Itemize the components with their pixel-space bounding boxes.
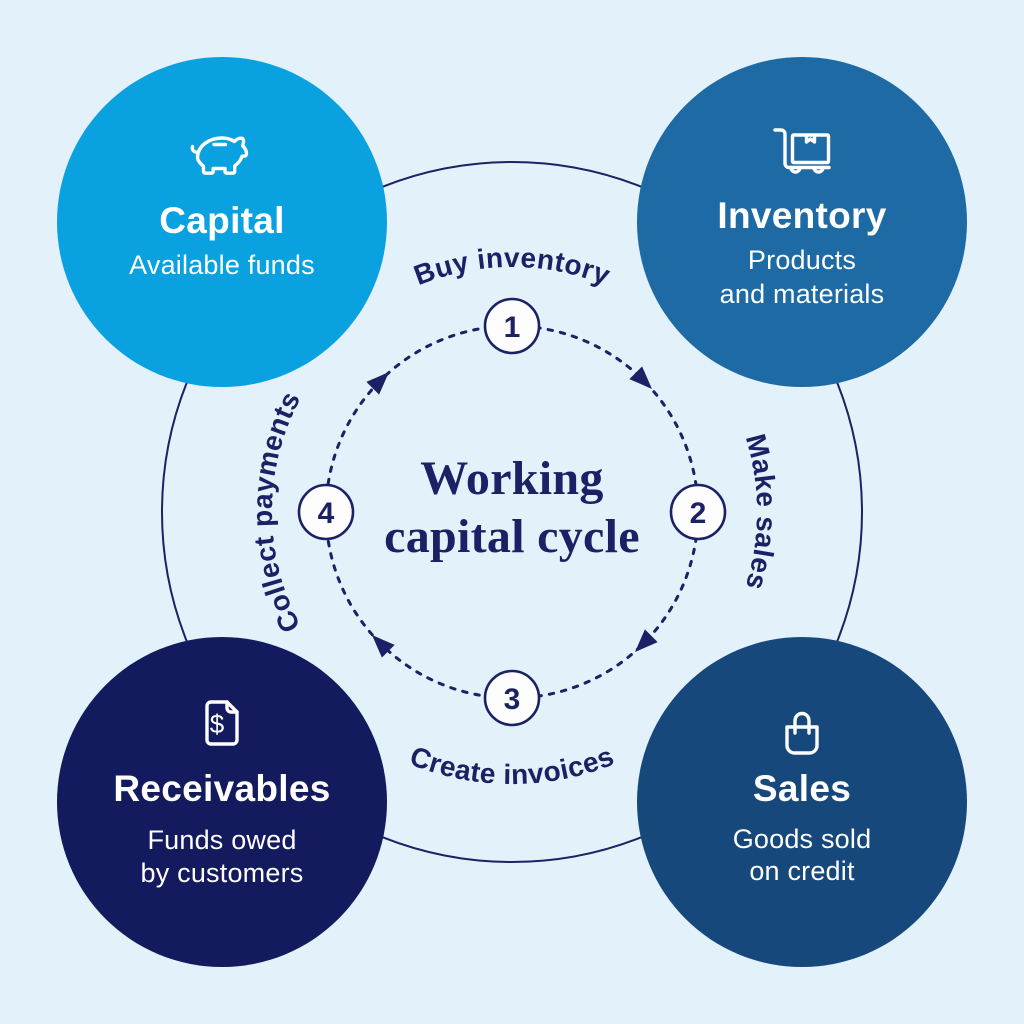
inventory-subtitle-line2: and materials: [720, 279, 885, 309]
sales-title: Sales: [753, 768, 851, 809]
shopping-bag-icon: [785, 711, 819, 755]
node-receivables: $ Receivables Funds owed by customers: [57, 637, 387, 967]
clockwise-arrow-nw-icon: [366, 372, 389, 395]
receivables-circle: [57, 637, 387, 967]
inventory-subtitle-line1: Products: [748, 245, 856, 275]
capital-circle: [57, 57, 387, 387]
sales-circle: [637, 637, 967, 967]
inventory-circle: [637, 57, 967, 387]
dollar-sign: $: [210, 709, 225, 739]
outer-ring: [161, 161, 863, 863]
step-circle: [669, 483, 727, 541]
step-circle: [297, 483, 355, 541]
node-sales: Sales Goods sold on credit: [637, 637, 967, 967]
receivables-subtitle-line2: by customers: [141, 858, 304, 888]
center-title: Working capital cycle: [384, 452, 640, 563]
inventory-title: Inventory: [717, 195, 886, 236]
step-number: 2: [690, 497, 707, 530]
step-badge-1: 1: [483, 297, 541, 355]
sales-subtitle-line2: on credit: [749, 856, 855, 886]
cycle-arrows: [366, 366, 658, 658]
clockwise-arrow-sw-icon: [372, 635, 395, 658]
step-number: 1: [504, 311, 521, 344]
step-circle: [483, 297, 541, 355]
node-capital: Capital Available funds: [57, 57, 387, 387]
step-badge-4: 4: [297, 483, 355, 541]
step-circle: [483, 669, 541, 727]
step-badge-2: 2: [669, 483, 727, 541]
receivables-title: Receivables: [113, 768, 330, 809]
receivables-subtitle-line1: Funds owed: [147, 825, 296, 855]
center-title-line2: capital cycle: [384, 510, 640, 563]
clockwise-arrow-ne-icon: [629, 366, 652, 389]
clockwise-arrow-se-icon: [635, 629, 658, 652]
node-inventory: Inventory Products and materials: [637, 57, 967, 387]
sales-subtitle-line1: Goods sold: [733, 824, 872, 854]
capital-subtitle: Available funds: [129, 250, 315, 280]
invoice-document-icon: $: [205, 700, 239, 746]
center-title-line1: Working: [420, 452, 603, 505]
hand-truck-icon: [773, 128, 831, 174]
step-number: 4: [318, 497, 335, 530]
capital-title: Capital: [159, 200, 284, 241]
step-number: 3: [504, 683, 521, 716]
piggy-bank-icon: [190, 136, 249, 175]
step-badge-3: 3: [483, 669, 541, 727]
